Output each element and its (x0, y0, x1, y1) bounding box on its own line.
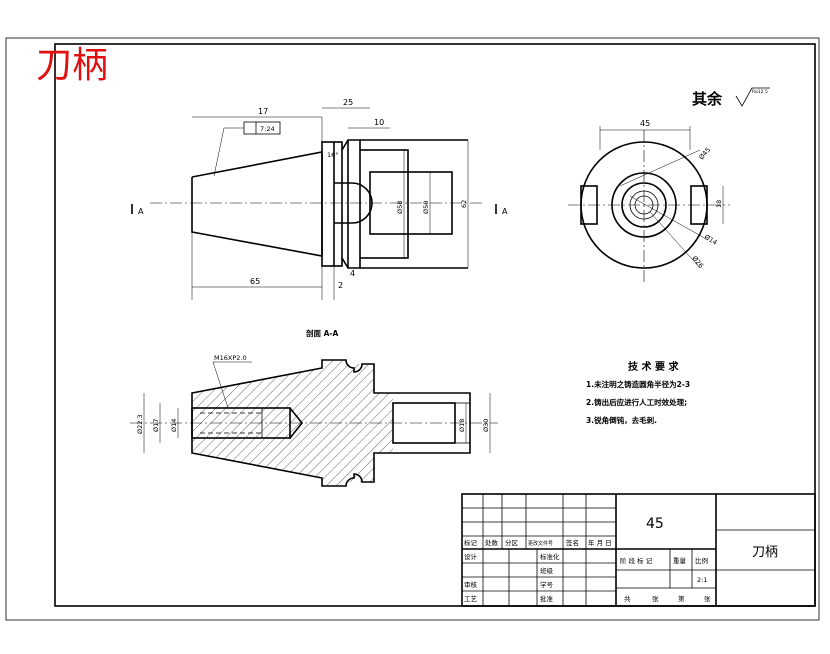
tb-mid-class: 班级 (540, 566, 554, 575)
title-block: 标记 处数 分区 更改文件号 签名 年 月 日 设计 审核 工艺 标准化 班级 … (461, 493, 816, 607)
side-view: 17 25 10 16° 65 2 4 Ø58 Ø50 62 7:24 A A (131, 98, 508, 300)
dim-d14: Ø14 (703, 233, 719, 247)
dim-d50: Ø50 (422, 201, 430, 214)
dim-18: 18 (715, 200, 723, 208)
tb-header-2: 分区 (505, 538, 519, 547)
tb-header-3: 更改文件号 (528, 540, 553, 547)
tb-sheet-1: 张 (652, 594, 659, 603)
section-mark-right: A (502, 207, 508, 216)
tb-material: 45 (646, 516, 664, 532)
dim-d22: Ø22.3 (136, 414, 144, 434)
dim-45: 45 (640, 119, 650, 128)
dim-62: 62 (460, 200, 468, 208)
tb-header-4: 签名 (566, 538, 579, 547)
tb-part-name: 刀柄 (752, 545, 778, 560)
tech-req-title: 技 术 要 求 (628, 360, 679, 373)
roughness-value: Ra12.5 (752, 89, 768, 95)
tb-mid-standard: 标准化 (540, 552, 560, 561)
dim-d26: Ø26 (690, 254, 705, 269)
tb-weight: 重量 (673, 557, 687, 565)
title-stamp: 刀柄 (36, 45, 108, 86)
tb-scale: 2:1 (697, 576, 707, 584)
dim-4: 4 (350, 269, 355, 278)
roughness-symbol (735, 87, 770, 107)
tb-header-5: 年 月 日 (588, 538, 612, 547)
tech-requirements: 技 术 要 求 1.未注明之铸造圆角半径为2-3 2.铸出后应进行人工时效处理;… (586, 360, 690, 425)
dim-d58: Ø58 (396, 201, 404, 214)
section-view: Ø22.3 Ø17 Ø14 Ø18 Ø30 M16XP2.0 (130, 354, 498, 487)
tb-row-design: 设计 (464, 552, 478, 561)
dim-25: 25 (343, 98, 353, 107)
dim-65: 65 (250, 277, 260, 286)
dim-sec-d18: Ø18 (458, 419, 466, 432)
dim-d45: Ø45 (697, 146, 712, 161)
tb-sheet-0: 共 (624, 594, 631, 603)
dim-17: 17 (258, 107, 268, 116)
section-mark-left: A (138, 207, 144, 216)
roughness-note: 其余 (692, 90, 723, 108)
tb-sheet-2: 第 (678, 594, 685, 603)
tb-header-1: 处数 (485, 538, 499, 547)
outer-border (5, 37, 820, 621)
dim-sec-d17: Ø17 (152, 419, 160, 432)
taper-tolerance: 7:24 (260, 125, 275, 133)
tech-req-item-1: 1.未注明之铸造圆角半径为2-3 (586, 379, 690, 389)
thread-callout: M16XP2.0 (214, 354, 247, 362)
dim-sec-d30: Ø30 (482, 419, 490, 432)
inner-frame (54, 43, 816, 607)
tb-row-process: 工艺 (464, 595, 478, 603)
tb-mid-approve: 批准 (540, 594, 554, 603)
tb-row-review: 审核 (464, 580, 478, 589)
section-label: 剖面 A-A (306, 328, 339, 338)
dim-2: 2 (338, 281, 343, 290)
dim-sec-d14: Ø14 (170, 419, 178, 432)
tech-req-item-2: 2.铸出后应进行人工时效处理; (586, 397, 687, 407)
dim-angle: 16° (327, 151, 339, 159)
tech-req-item-3: 3.锐角倒钝，去毛刺. (586, 415, 657, 425)
dim-10: 10 (374, 118, 384, 127)
tb-stage: 阶 段 标 记 (620, 556, 653, 565)
tb-sheet-3: 张 (704, 594, 711, 603)
tb-mid-studentno: 学号 (540, 580, 554, 589)
front-view: 45 18 Ø45 Ø14 Ø26 (568, 119, 730, 285)
tb-header-0: 标记 (464, 538, 478, 547)
tb-scale-label: 比例 (695, 556, 708, 565)
